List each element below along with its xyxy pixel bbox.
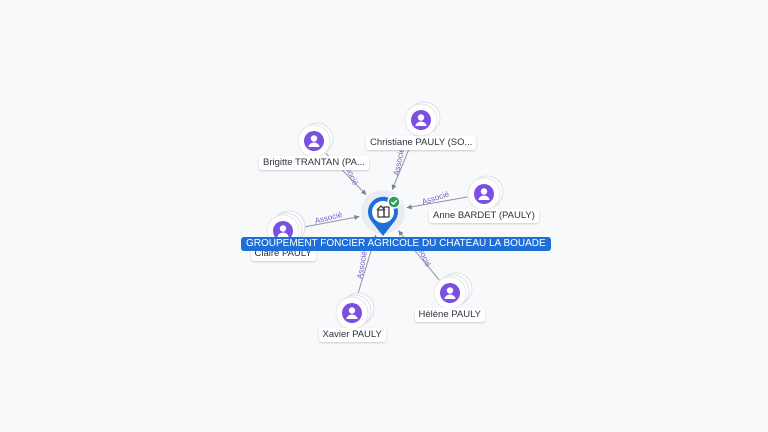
person-node[interactable]	[335, 292, 375, 330]
person-label[interactable]: Brigitte TRANTAN (PA...	[259, 156, 369, 170]
person-label[interactable]: Anne BARDET (PAULY)	[429, 209, 539, 223]
arrow-icon	[406, 204, 412, 210]
arrow-icon	[398, 230, 404, 236]
person-icon	[273, 221, 293, 241]
person-node[interactable]	[297, 122, 334, 158]
check-icon	[387, 195, 401, 209]
person-node[interactable]	[404, 101, 441, 137]
person-icon	[411, 110, 431, 130]
edge-label: Associé	[421, 189, 451, 206]
center-node-label[interactable]: GROUPEMENT FONCIER AGRICOLE DU CHATEAU L…	[241, 237, 551, 251]
person-label[interactable]: Hélène PAULY	[414, 308, 485, 322]
person-icon	[304, 131, 324, 151]
arrow-icon	[360, 189, 367, 195]
edge-label: Associé	[314, 210, 344, 226]
person-node[interactable]	[467, 175, 504, 211]
arrow-icon	[391, 184, 397, 190]
person-label[interactable]: Xavier PAULY	[318, 328, 386, 342]
person-icon	[342, 303, 362, 323]
edge-associe: Associé	[406, 189, 468, 210]
person-label[interactable]: Christiane PAULY (SO...	[366, 136, 477, 150]
edge-associe: Associé	[299, 210, 360, 229]
person-icon	[474, 184, 494, 204]
building-icon	[376, 205, 390, 218]
edge-line	[406, 196, 468, 209]
arrow-icon	[354, 214, 360, 220]
edge-line	[299, 215, 360, 229]
center-node[interactable]	[361, 190, 405, 236]
person-icon	[440, 283, 460, 303]
person-node[interactable]	[433, 272, 473, 310]
